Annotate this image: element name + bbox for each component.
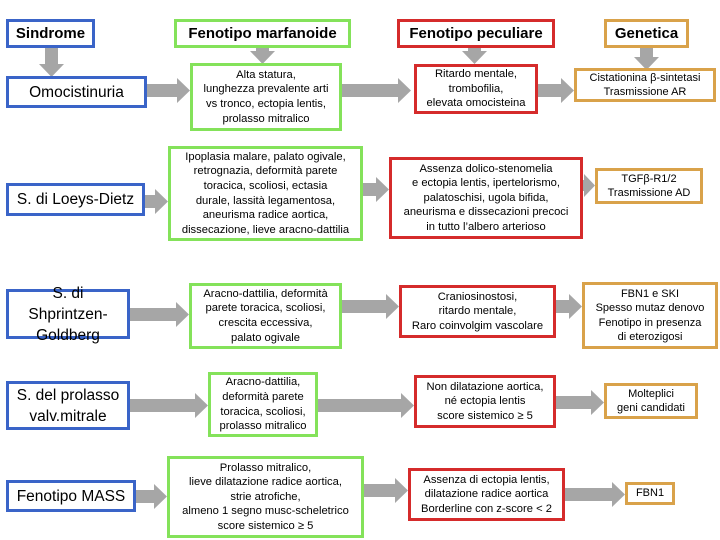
genetics-omocistinuria: Cistationina β-sintetasi Trasmissione AR — [574, 68, 716, 102]
arrow-row1-a — [147, 78, 190, 103]
arrow-row5-a — [136, 484, 167, 509]
header-sindrome: Sindrome — [6, 19, 95, 48]
arrow-down-genetica — [634, 48, 659, 70]
header-fenotipo-marfanoide: Fenotipo marfanoide — [174, 19, 351, 48]
peculiar-fenotipo-mass: Assenza di ectopia lentis, dilatazione r… — [408, 468, 565, 521]
syndrome-prolasso-valvola-mitrale: S. del prolasso valv.mitrale — [6, 381, 130, 430]
arrow-row3-b — [342, 294, 399, 319]
syndrome-fenotipo-mass: Fenotipo MASS — [6, 480, 136, 512]
peculiar-prolasso-valvola-mitrale: Non dilatazione aortica, né ectopia lent… — [414, 375, 556, 428]
genetics-prolasso-valvola-mitrale: Molteplici geni candidati — [604, 383, 698, 419]
arrow-row2-c — [583, 174, 595, 197]
marfanoid-omocistinuria: Alta statura, lunghezza prevalente arti … — [190, 63, 342, 131]
arrow-row4-c — [556, 390, 604, 415]
arrow-row1-b — [342, 78, 411, 103]
marfanoid-fenotipo-mass: Prolasso mitralico, lieve dilatazione ra… — [167, 456, 364, 538]
arrow-row2-b — [363, 177, 389, 202]
peculiar-omocistinuria: Ritardo mentale, trombofilia, elevata om… — [414, 64, 538, 114]
arrow-down-marfanoide — [250, 48, 275, 64]
genetics-shprintzen-goldberg: FBN1 e SKI Spesso mutaz denovo Fenotipo … — [582, 282, 718, 349]
header-genetica: Genetica — [604, 19, 689, 48]
genetics-loeys-dietz: TGFβ-R1/2 Trasmissione AD — [595, 168, 703, 204]
marfanoid-shprintzen-goldberg: Aracno-dattilia, deformità parete toraci… — [189, 283, 342, 349]
arrow-row3-c — [556, 294, 582, 319]
marfanoid-prolasso-valvola-mitrale: Aracno-dattilia, deformità parete toraci… — [208, 372, 318, 437]
peculiar-shprintzen-goldberg: Craniosinostosi, ritardo mentale, Raro c… — [399, 285, 556, 338]
arrow-row5-b — [364, 478, 408, 503]
syndrome-shprintzen-goldberg: S. di Shprintzen- Goldberg — [6, 285, 130, 344]
genetics-fenotipo-mass: FBN1 — [625, 482, 675, 505]
marfanoid-loeys-dietz: Ipoplasia malare, palato ogivale, retrog… — [168, 146, 363, 241]
arrow-row1-c — [538, 78, 574, 103]
arrow-row4-a — [130, 393, 208, 418]
arrow-down-peculiare — [462, 48, 487, 64]
header-fenotipo-peculiare: Fenotipo peculiare — [397, 19, 555, 48]
arrow-down-sindrome — [39, 48, 64, 77]
arrow-row5-c — [565, 482, 625, 507]
peculiar-loeys-dietz: Assenza dolico-stenomelia e ectopia lent… — [389, 157, 583, 239]
syndrome-loeys-dietz: S. di Loeys-Dietz — [6, 183, 145, 216]
arrow-row4-b — [318, 393, 414, 418]
arrow-row3-a — [130, 302, 189, 327]
syndrome-omocistinuria: Omocistinuria — [6, 76, 147, 108]
arrow-row2-a — [145, 189, 168, 214]
